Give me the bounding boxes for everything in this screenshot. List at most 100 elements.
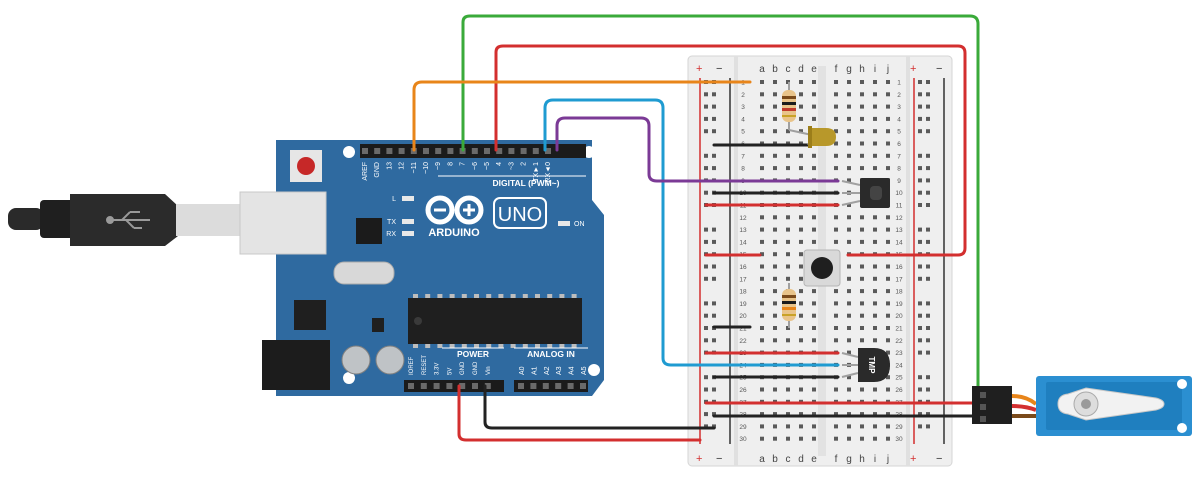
rail-hole[interactable]: [704, 264, 708, 269]
bb-hole[interactable]: [834, 424, 838, 429]
bb-hole[interactable]: [760, 239, 764, 244]
rail-hole[interactable]: [704, 190, 708, 195]
bb-hole[interactable]: [873, 387, 877, 392]
bb-hole[interactable]: [860, 239, 864, 244]
bb-hole[interactable]: [886, 326, 890, 330]
bb-hole[interactable]: [773, 326, 777, 330]
bb-hole[interactable]: [886, 350, 890, 355]
bb-hole[interactable]: [786, 215, 790, 220]
header-hole[interactable]: [484, 148, 490, 154]
bb-hole[interactable]: [860, 412, 864, 417]
rail-hole[interactable]: [918, 166, 922, 171]
bb-hole[interactable]: [860, 116, 864, 121]
header-hole[interactable]: [447, 148, 454, 154]
bb-hole[interactable]: [886, 276, 890, 281]
bb-hole[interactable]: [886, 129, 890, 134]
rail-hole[interactable]: [712, 116, 716, 121]
bb-hole[interactable]: [786, 227, 790, 232]
bb-hole[interactable]: [773, 116, 777, 121]
bb-hole[interactable]: [873, 436, 877, 441]
rail-hole[interactable]: [712, 338, 716, 343]
bb-hole[interactable]: [773, 338, 777, 343]
bb-hole[interactable]: [860, 153, 864, 158]
bb-hole[interactable]: [873, 227, 877, 232]
rail-hole[interactable]: [712, 104, 716, 109]
bb-hole[interactable]: [812, 424, 816, 429]
bb-hole[interactable]: [873, 153, 877, 158]
bb-hole[interactable]: [886, 375, 890, 380]
rail-hole[interactable]: [926, 313, 930, 318]
rail-hole[interactable]: [704, 412, 708, 417]
bb-hole[interactable]: [812, 166, 816, 171]
rail-hole[interactable]: [918, 203, 922, 207]
bb-hole[interactable]: [873, 104, 877, 109]
header-hole[interactable]: [446, 383, 453, 389]
header-hole[interactable]: [580, 383, 586, 389]
rail-hole[interactable]: [704, 387, 708, 392]
rail-hole[interactable]: [704, 375, 708, 380]
bb-hole[interactable]: [812, 153, 816, 158]
bb-hole[interactable]: [799, 301, 803, 306]
bb-hole[interactable]: [886, 412, 890, 417]
bb-hole[interactable]: [773, 227, 777, 232]
bb-hole[interactable]: [847, 80, 851, 84]
bb-hole[interactable]: [860, 313, 864, 318]
bb-hole[interactable]: [786, 436, 790, 441]
bb-hole[interactable]: [773, 412, 777, 417]
rail-hole[interactable]: [918, 424, 922, 429]
rail-hole[interactable]: [918, 190, 922, 195]
bb-hole[interactable]: [834, 313, 838, 318]
bb-hole[interactable]: [786, 387, 790, 392]
bb-hole[interactable]: [886, 92, 890, 97]
bb-hole[interactable]: [860, 436, 864, 441]
bb-hole[interactable]: [799, 289, 803, 294]
bb-hole[interactable]: [812, 301, 816, 306]
bb-hole[interactable]: [834, 338, 838, 343]
bb-hole[interactable]: [847, 424, 851, 429]
bb-hole[interactable]: [799, 424, 803, 429]
header-hole[interactable]: [530, 383, 537, 389]
bb-hole[interactable]: [799, 326, 803, 330]
button-cap[interactable]: [811, 257, 833, 279]
bb-hole[interactable]: [886, 289, 890, 294]
bb-hole[interactable]: [886, 227, 890, 232]
bb-hole[interactable]: [847, 129, 851, 134]
rail-hole[interactable]: [926, 178, 930, 183]
bb-hole[interactable]: [873, 313, 877, 318]
bb-hole[interactable]: [812, 227, 816, 232]
bb-hole[interactable]: [834, 92, 838, 97]
bb-hole[interactable]: [760, 166, 764, 171]
bb-hole[interactable]: [860, 289, 864, 294]
rail-hole[interactable]: [712, 153, 716, 158]
bb-hole[interactable]: [786, 424, 790, 429]
header-hole[interactable]: [423, 148, 429, 154]
rail-hole[interactable]: [926, 276, 930, 281]
rail-hole[interactable]: [926, 326, 930, 330]
bb-hole[interactable]: [886, 166, 890, 171]
rail-hole[interactable]: [704, 129, 708, 134]
rail-hole[interactable]: [704, 239, 708, 244]
bb-hole[interactable]: [786, 276, 790, 281]
bb-hole[interactable]: [773, 387, 777, 392]
rail-hole[interactable]: [712, 387, 716, 392]
bb-hole[interactable]: [799, 276, 803, 281]
bb-hole[interactable]: [799, 215, 803, 220]
header-hole[interactable]: [520, 148, 527, 154]
bb-hole[interactable]: [847, 387, 851, 392]
bb-hole[interactable]: [760, 301, 764, 306]
bb-hole[interactable]: [760, 129, 764, 134]
rail-hole[interactable]: [712, 92, 716, 97]
bb-hole[interactable]: [773, 436, 777, 441]
bb-hole[interactable]: [860, 92, 864, 97]
bb-hole[interactable]: [786, 153, 790, 158]
bb-hole[interactable]: [860, 276, 864, 281]
bb-hole[interactable]: [886, 387, 890, 392]
bb-hole[interactable]: [760, 387, 764, 392]
rail-hole[interactable]: [926, 387, 930, 392]
bb-hole[interactable]: [773, 313, 777, 318]
rail-hole[interactable]: [918, 313, 922, 318]
bb-hole[interactable]: [847, 104, 851, 109]
bb-hole[interactable]: [860, 338, 864, 343]
bb-hole[interactable]: [847, 215, 851, 220]
rail-hole[interactable]: [926, 116, 930, 121]
